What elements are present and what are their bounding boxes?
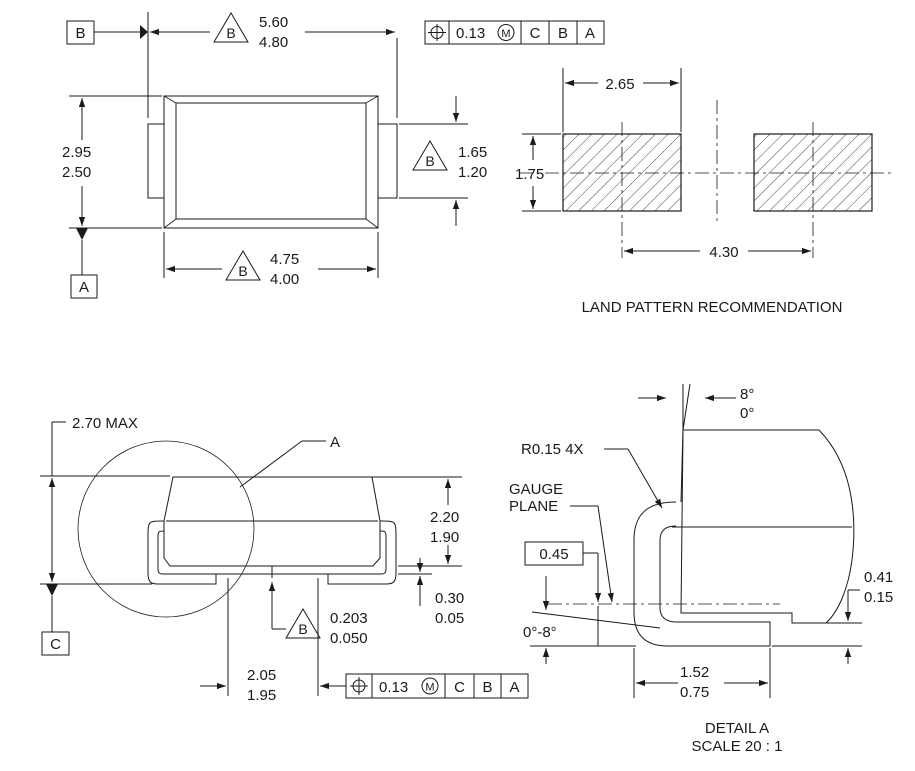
detail-angle-range: 0°-8° — [523, 624, 557, 641]
svg-text:B: B — [238, 263, 247, 279]
datum-c-label: C — [50, 636, 61, 653]
lead-tol-triangle — [285, 608, 321, 639]
lead-len-min: 1.95 — [247, 687, 276, 704]
lead-len-max: 2.05 — [247, 667, 276, 684]
datum-a-label: A — [79, 279, 89, 296]
fcf-side-datum-3: A — [509, 679, 519, 696]
fcf-top-modifier: M — [501, 28, 510, 40]
body-length-triangle — [225, 250, 261, 281]
lead-thk-min: 0.05 — [435, 610, 464, 627]
lead-width-max: 1.65 — [458, 144, 487, 161]
land-height: 1.75 — [515, 166, 544, 183]
datum-b-label: B — [75, 25, 85, 42]
detail-lead-min: 0.75 — [680, 684, 709, 701]
detail-callout-label: A — [330, 434, 340, 451]
mmc-circle-icon — [497, 24, 515, 41]
land-pitch: 4.30 — [709, 244, 738, 261]
datum-a-box — [70, 274, 98, 299]
detail-a: 8° 0° R0.15 4X GAUGE PLANE 0.45 0°-8° 1.… — [509, 383, 893, 755]
length-max: 5.60 — [259, 14, 288, 31]
body-inner-outline — [175, 102, 367, 220]
gauge-line-2: PLANE — [509, 498, 558, 515]
fcf-top: 0.13 M C B A — [424, 20, 605, 45]
side-view: 2.70 MAX C A 2.20 1.90 0.30 0.05 — [40, 415, 529, 704]
datum-c-triangle — [46, 584, 58, 596]
length-triangle — [213, 12, 249, 43]
detail-foot-min: 0.15 — [864, 589, 893, 606]
height-min: 2.50 — [62, 164, 91, 181]
detail-circle — [77, 440, 255, 618]
gauge-line-1: GAUGE — [509, 481, 563, 498]
mmc-circle-icon — [421, 677, 439, 695]
lead-thk-max: 0.30 — [435, 590, 464, 607]
right-gull-lead — [327, 520, 397, 585]
datum-c-box — [41, 631, 70, 656]
datum-a-triangle — [76, 228, 88, 240]
fcf-top-datum-2: B — [558, 25, 568, 42]
standoff-max: 2.20 — [430, 509, 459, 526]
land-width: 2.65 — [605, 76, 634, 93]
detail-angle-max: 8° — [740, 386, 754, 403]
fcf-top-datum-3: A — [585, 25, 595, 42]
land-pattern: 2.65 1.75 4.30 LAND PATTERN RECOMMENDATI… — [515, 68, 895, 316]
datum-b-triangle — [140, 25, 148, 39]
fcf-side-frame — [345, 673, 529, 699]
height-max: 2.95 — [62, 144, 91, 161]
body-length-max: 4.75 — [270, 251, 299, 268]
length-triangle-label: B — [226, 25, 235, 41]
fcf-side-datum-2: B — [482, 679, 492, 696]
detail-caption-2: SCALE 20 : 1 — [692, 738, 783, 755]
length-min: 4.80 — [259, 34, 288, 51]
detail-lead-max: 1.52 — [680, 664, 709, 681]
fcf-top-tolerance: 0.13 — [456, 25, 485, 42]
top-view: B B 5.60 4.80 0.13 M C B — [62, 12, 605, 299]
fcf-top-datum-1: C — [530, 25, 541, 42]
position-icon — [428, 24, 446, 41]
side-body — [163, 476, 381, 567]
detail-radius: R0.15 4X — [521, 441, 584, 458]
lead-width-min: 1.20 — [458, 164, 487, 181]
left-lead — [147, 123, 165, 199]
body-length-min: 4.00 — [270, 271, 299, 288]
svg-text:B: B — [298, 621, 307, 637]
land-pattern-caption: LAND PATTERN RECOMMENDATION — [582, 299, 843, 316]
right-lead — [377, 123, 398, 199]
lead-tol-min: 0.050 — [330, 630, 368, 647]
gauge-value: 0.45 — [539, 546, 568, 563]
detail-angle-min: 0° — [740, 405, 754, 422]
svg-text:B: B — [425, 153, 434, 169]
detail-foot-max: 0.41 — [864, 569, 893, 586]
lead-tol-max: 0.203 — [330, 610, 368, 627]
detail-lead — [633, 501, 771, 647]
fcf-side: 0.13 M C B A — [345, 673, 529, 699]
fcf-side-modifier: M — [425, 682, 434, 694]
left-gull-lead — [147, 520, 217, 585]
body-outline — [163, 95, 379, 229]
lead-width-triangle — [412, 140, 448, 171]
fcf-side-tolerance: 0.13 — [379, 679, 408, 696]
fcf-side-datum-1: C — [454, 679, 465, 696]
standoff-min: 1.90 — [430, 529, 459, 546]
detail-caption-1: DETAIL A — [705, 720, 769, 737]
position-icon — [350, 677, 368, 695]
max-height-label: 2.70 MAX — [72, 415, 138, 432]
